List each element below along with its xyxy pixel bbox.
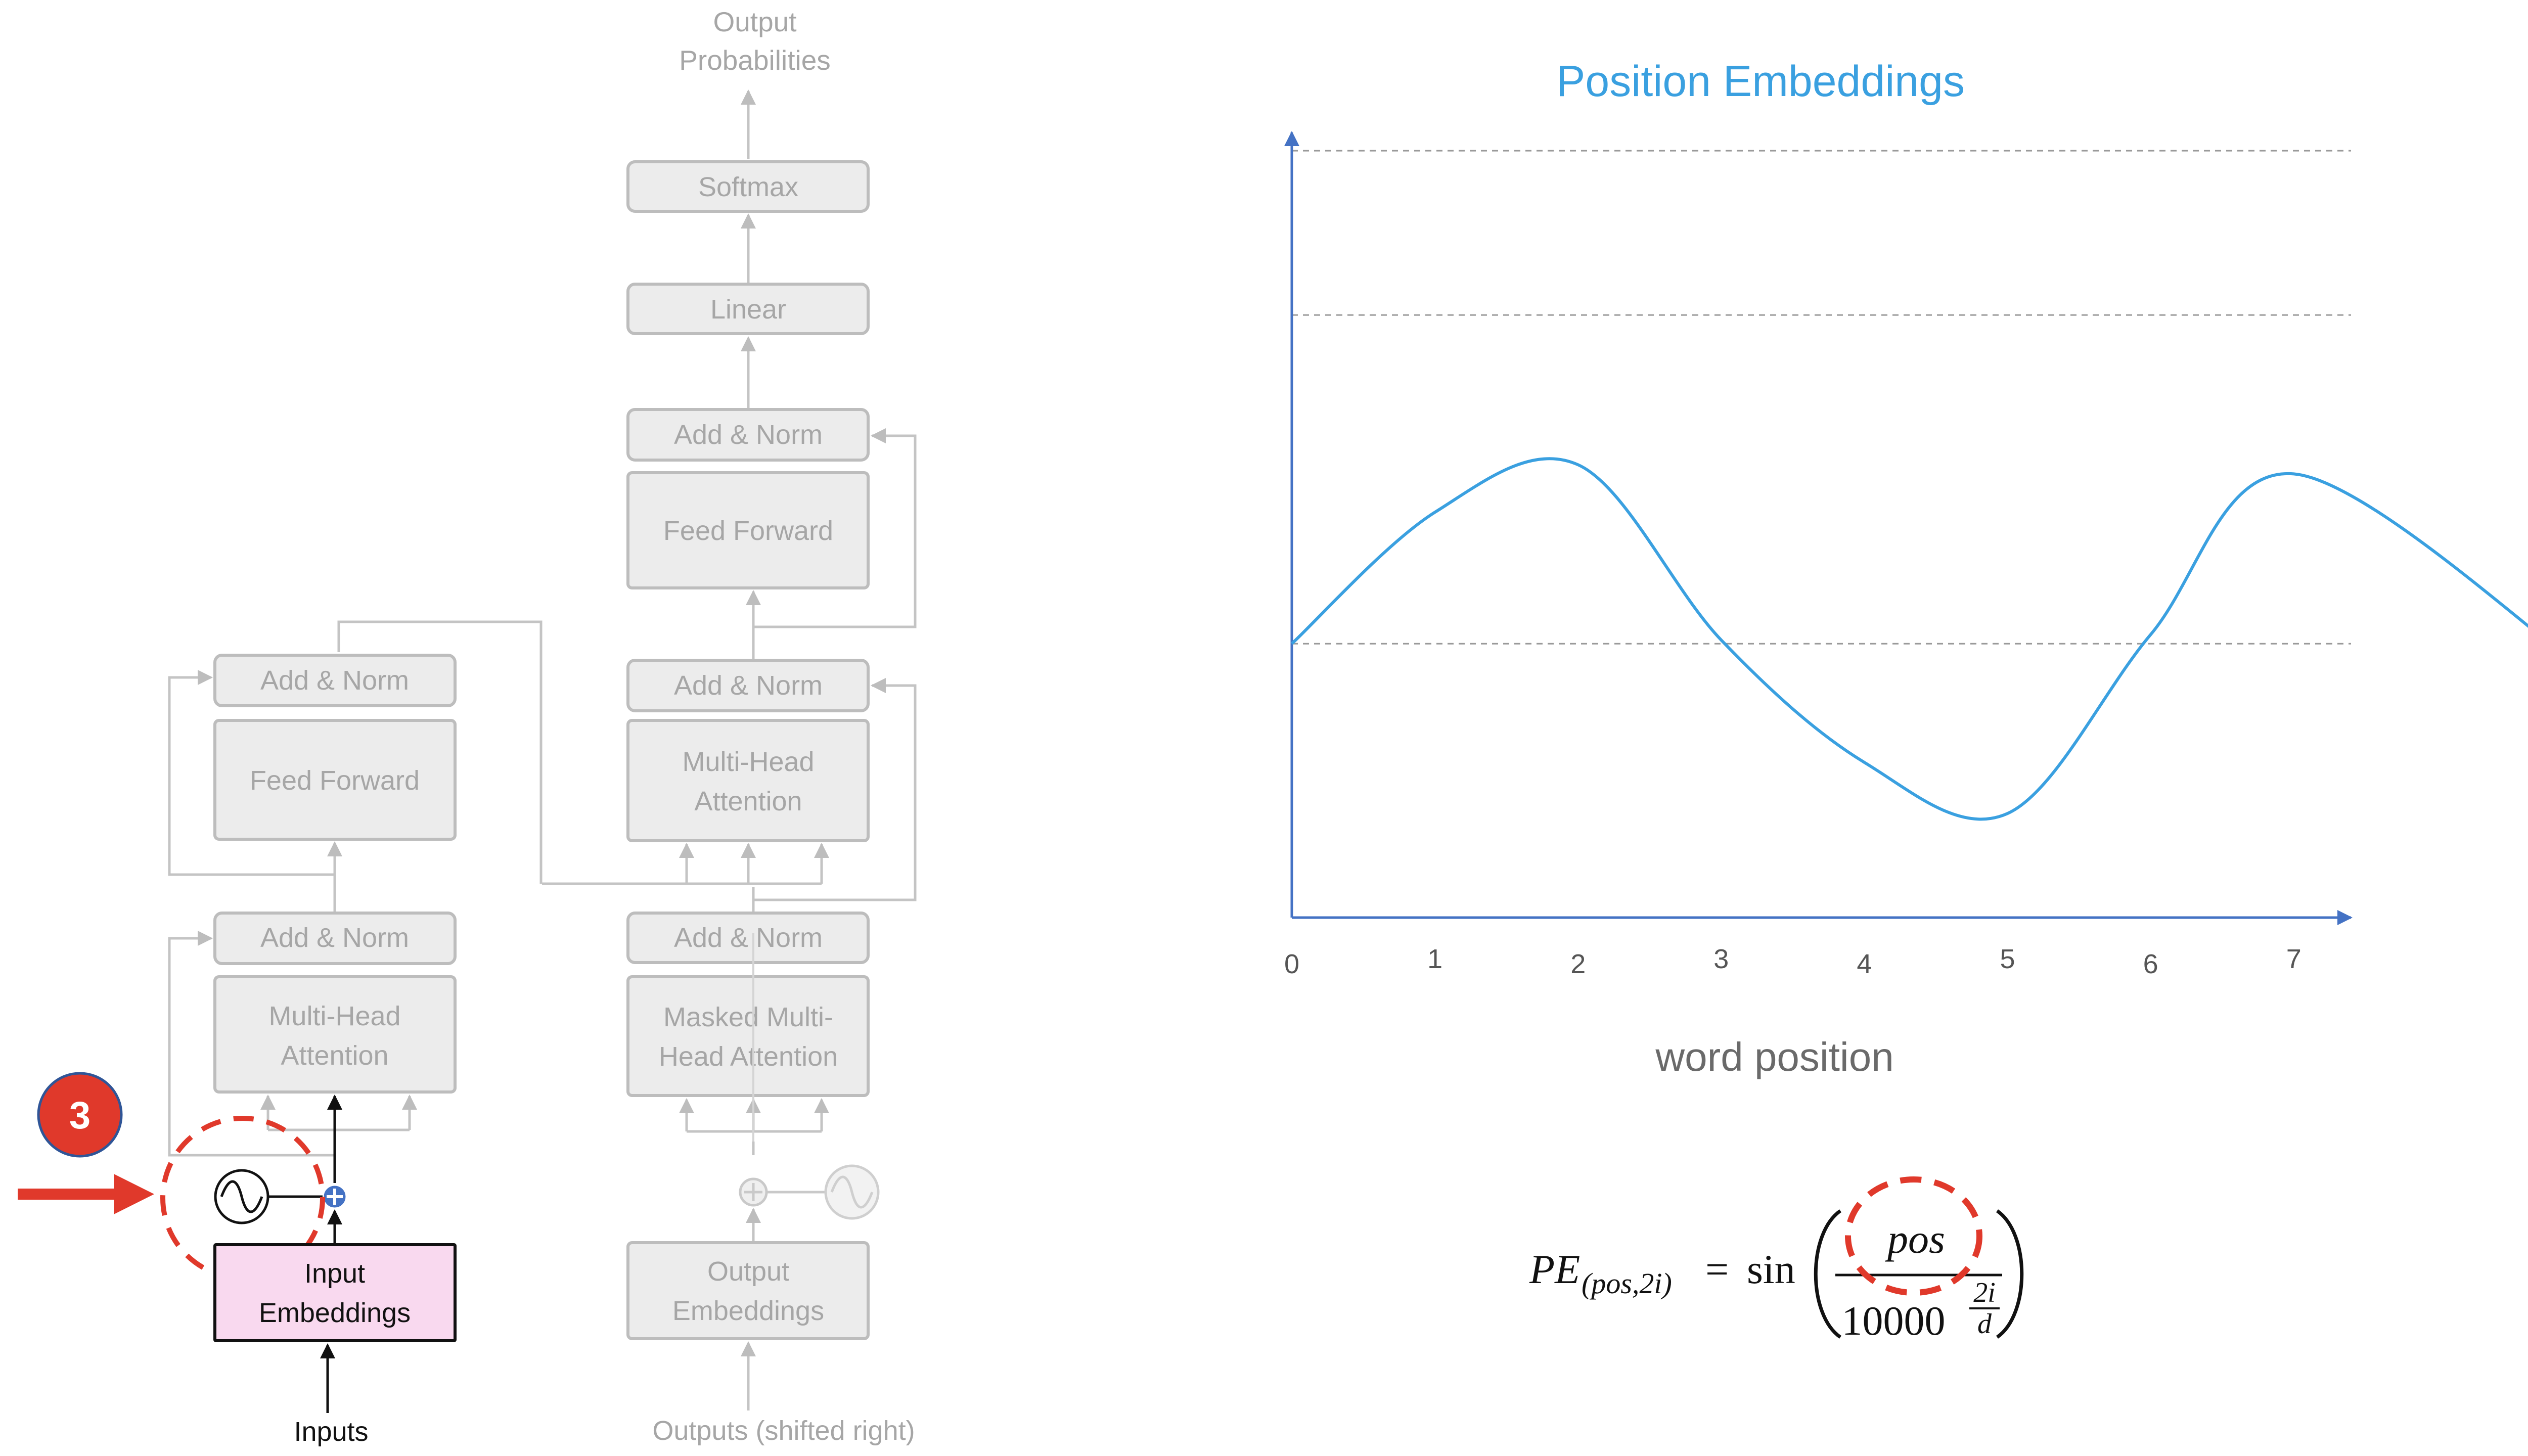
x-tick-label: 0 xyxy=(1284,949,1299,979)
x-tick-label: 3 xyxy=(1713,944,1729,974)
formula-numerator: pos xyxy=(1885,1216,1945,1262)
decoder-add-norm-bottom-box xyxy=(626,912,870,964)
decoder-add-norm-bottom-label: Add & Norm xyxy=(674,923,823,953)
formula-subscript: (pos,2i) xyxy=(1582,1267,1672,1300)
sine-curve xyxy=(1290,457,2528,821)
decoder-sine-wave xyxy=(830,1175,874,1209)
highlight-arrow-head xyxy=(114,1174,154,1214)
position-embeddings-chart: Position Embeddings 0 1 2 3 4 5 6 7 word positi… xyxy=(1284,57,2528,1079)
encoder-add-norm-top-box xyxy=(213,654,457,707)
reference-lines xyxy=(1292,150,2351,645)
input-embeddings-box xyxy=(213,1243,457,1342)
decoder-stack: Output Probabilities Softmax Linear Add … xyxy=(337,6,917,1446)
formula-exp-numerator: 2i xyxy=(1973,1277,1996,1308)
encoder-feed-forward-box xyxy=(213,719,457,841)
formula-sin: sin xyxy=(1747,1246,1795,1292)
formula-left-paren xyxy=(1814,1209,1842,1339)
x-tick-label: 1 xyxy=(1427,944,1442,974)
formula-exp-denominator: d xyxy=(1977,1308,1992,1340)
output-embeddings-label-1: Output xyxy=(707,1256,789,1287)
encoder-residual-mha xyxy=(168,931,335,1157)
encoder-add-norm-bottom-box xyxy=(213,912,457,965)
decoder-masked-mha-box xyxy=(626,975,870,1097)
highlight-circle-pe xyxy=(160,1116,325,1281)
encoder-mha-label-2: Attention xyxy=(281,1040,388,1071)
x-tick-label: 2 xyxy=(1570,949,1586,979)
output-probabilities-label-2: Probabilities xyxy=(679,44,831,76)
x-tick-label: 7 xyxy=(2286,944,2301,974)
outputs-shifted-label: Outputs (shifted right) xyxy=(652,1416,915,1446)
linear-box xyxy=(626,283,870,335)
x-tick-label: 4 xyxy=(1857,949,1872,979)
output-probabilities-label-1: Output xyxy=(713,6,796,37)
output-embeddings-box xyxy=(626,1241,870,1340)
encoder-feed-forward-label: Feed Forward xyxy=(250,765,420,796)
decoder-mha-label-2: Attention xyxy=(694,786,802,816)
encoder-sine-wave xyxy=(220,1180,263,1213)
encoder-add-norm-top-label: Add & Norm xyxy=(260,665,409,696)
decoder-mha-label-1: Multi-Head xyxy=(682,747,814,777)
x-tick-labels: 0 1 2 3 4 5 6 7 xyxy=(1284,944,2301,979)
encoder-mha-box xyxy=(213,975,457,1094)
softmax-box xyxy=(626,160,870,213)
x-tick-label: 5 xyxy=(2000,944,2015,974)
inputs-label: Inputs xyxy=(294,1417,368,1447)
decoder-feed-forward-label: Feed Forward xyxy=(663,516,833,546)
masked-mha-label-1: Masked Multi- xyxy=(663,1002,833,1032)
encoder-stack: Add & Norm Feed Forward Add & Norm Multi… xyxy=(18,654,457,1447)
decoder-add-norm-mid-box xyxy=(626,659,870,712)
highlight-circle-pos xyxy=(1845,1176,1982,1296)
formula-lhs: PE xyxy=(1529,1246,1580,1292)
x-axis-label: word position xyxy=(1655,1034,1893,1079)
decoder-mha-box xyxy=(626,719,870,842)
decoder-add-norm-top-box xyxy=(626,408,870,462)
x-tick-label: 6 xyxy=(2143,949,2158,979)
residual-mha xyxy=(753,678,917,901)
decoder-add-norm-top-label: Add & Norm xyxy=(674,420,823,450)
encoder-add-norm-bottom-label: Add & Norm xyxy=(260,923,409,953)
encoder-output-line xyxy=(337,620,543,884)
input-embeddings-label-2: Embeddings xyxy=(259,1298,411,1328)
formula-equals: = xyxy=(1705,1246,1729,1292)
linear-label: Linear xyxy=(710,294,786,325)
step-badge xyxy=(37,1072,123,1158)
output-embeddings-label-2: Embeddings xyxy=(672,1296,824,1326)
formula-right-paren xyxy=(1996,1209,2024,1339)
softmax-label: Softmax xyxy=(698,172,798,202)
input-embeddings-label-1: Input xyxy=(304,1258,365,1289)
decoder-add-norm-mid-label: Add & Norm xyxy=(674,670,823,701)
step-badge-number: 3 xyxy=(69,1094,91,1137)
positional-encoding-formula: PE (pos,2i) = sin pos 10000 2i d xyxy=(1529,1176,2024,1344)
chart-title: Position Embeddings xyxy=(1556,57,1965,106)
decoder-feed-forward-box xyxy=(626,471,870,589)
encoder-residual-ff xyxy=(168,670,335,876)
masked-mha-label-2: Head Attention xyxy=(659,1041,838,1072)
encoder-mha-label-1: Multi-Head xyxy=(268,1001,400,1031)
residual-ff xyxy=(753,428,917,628)
formula-denominator-base: 10000 xyxy=(1842,1298,1946,1344)
